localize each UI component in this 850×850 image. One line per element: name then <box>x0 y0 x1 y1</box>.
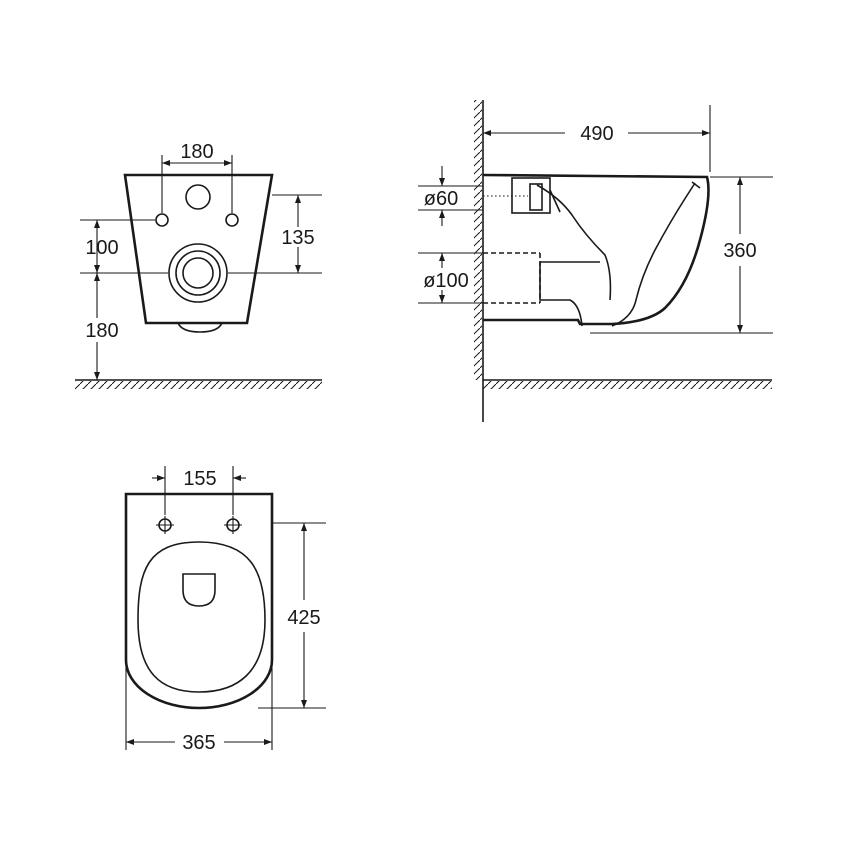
side-outlet-diameter-label: ø100 <box>423 270 469 292</box>
front-outlet-to-floor-label: 180 <box>85 320 118 342</box>
top-bolt-spacing-label: 155 <box>183 468 216 490</box>
top-view: 155 425 365 <box>124 466 326 754</box>
front-bowl-foot <box>177 322 223 333</box>
front-bowl-outline <box>123 173 274 325</box>
front-bolt-to-outlet-label: 100 <box>85 237 118 259</box>
side-wall <box>474 100 484 422</box>
top-bowl-outline <box>124 492 274 710</box>
side-dim-outlet <box>439 253 445 303</box>
top-bowl-opening <box>137 541 266 693</box>
side-inlet-diameter-label: ø60 <box>424 188 458 210</box>
top-flush-outlet <box>182 573 216 607</box>
top-dim-bolt-spacing <box>152 475 246 481</box>
side-trap-outer <box>536 184 612 301</box>
top-length-label: 425 <box>287 607 320 629</box>
side-depth-label: 490 <box>580 123 613 145</box>
side-floor <box>483 379 772 389</box>
front-bolt-spacing-label: 180 <box>180 141 213 163</box>
front-dim-bolt-to-outlet <box>94 220 100 273</box>
front-dim-bolt-spacing <box>162 160 232 166</box>
side-trap-inner <box>611 182 696 327</box>
bolt-hole-left-icon <box>155 213 169 227</box>
side-outlet <box>539 261 600 327</box>
front-floor <box>75 379 322 389</box>
front-top-to-outlet-label: 135 <box>281 227 314 249</box>
top-dim-length <box>301 523 307 708</box>
top-dim-width <box>126 739 272 745</box>
outlet-hole-icon <box>168 243 228 303</box>
side-bowl-outline <box>482 173 710 326</box>
front-view: 180 100 180 135 <box>75 141 322 389</box>
side-dim-depth <box>483 130 710 136</box>
side-view: 490 360 ø60 ø100 <box>418 100 773 422</box>
front-dim-top-to-outlet <box>295 195 301 273</box>
side-dim-inlet <box>439 166 445 226</box>
top-bolt-left-icon <box>156 516 174 534</box>
bolt-hole-right-icon <box>225 213 239 227</box>
inlet-hole-icon <box>185 184 211 210</box>
top-bolt-right-icon <box>224 516 242 534</box>
side-dim-height <box>737 177 743 333</box>
front-dim-outlet-to-floor <box>94 273 100 380</box>
side-height-label: 360 <box>723 240 756 262</box>
top-width-label: 365 <box>182 732 215 754</box>
